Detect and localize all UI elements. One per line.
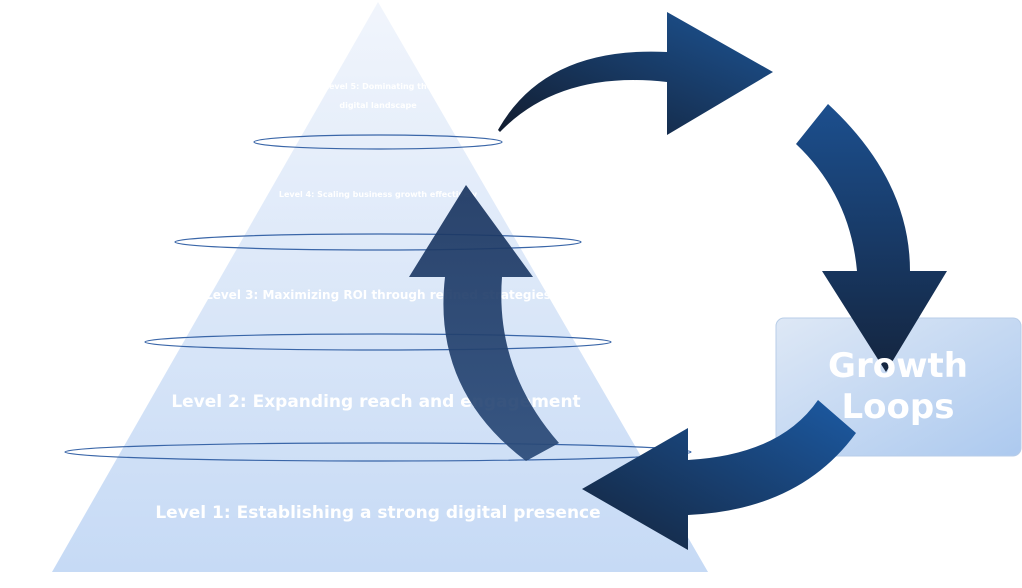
level-ring-4-5	[253, 134, 503, 150]
level-ring-1-2	[64, 442, 692, 462]
level-ring-3-4	[174, 233, 582, 251]
level-4-label: Level 4: Scaling business growth effecti…	[279, 190, 478, 199]
growth-loops-title-line2: Loops	[842, 387, 955, 427]
cycle-arrow-left	[409, 185, 559, 461]
growth-loops-title-line1: Growth	[828, 346, 968, 386]
level-5-label-line1: Level 5: Dominating the	[324, 82, 433, 91]
cycle-arrow-top	[498, 12, 773, 135]
cycle-arrow-right	[796, 104, 947, 372]
cycle-arrow-bottom	[582, 400, 856, 550]
level-1-label: Level 1: Establishing a strong digital p…	[155, 503, 600, 523]
level-ring-2-3	[144, 333, 612, 351]
level-5-label-line2: digital landscape	[339, 101, 417, 110]
